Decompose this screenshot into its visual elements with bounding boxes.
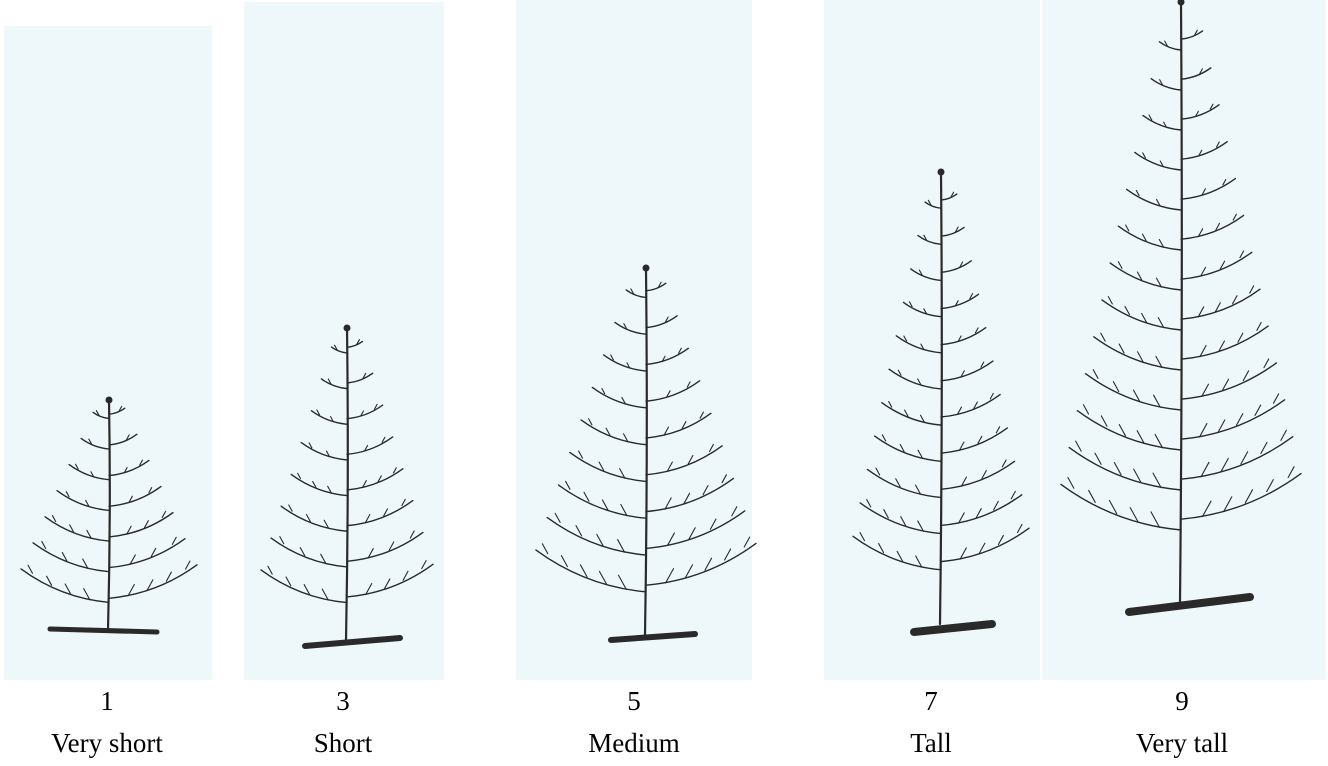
score-label-3: 3: [223, 686, 463, 716]
branch: [1181, 68, 1211, 79]
score-label-1: 1: [0, 686, 227, 716]
apex-bud: [1178, 0, 1185, 6]
twig: [1288, 467, 1294, 478]
twig: [1118, 262, 1122, 269]
branch: [1094, 337, 1181, 370]
branch: [1159, 42, 1181, 50]
category-label-medium: Medium: [514, 728, 754, 758]
category-label-very-short: Very short: [0, 728, 227, 758]
branch: [1135, 152, 1181, 170]
twig: [1261, 442, 1267, 453]
branch: [1181, 474, 1301, 520]
twig: [1255, 405, 1261, 415]
branch: [1181, 363, 1276, 399]
twig: [1243, 371, 1248, 381]
branch: [1127, 189, 1181, 210]
twig: [1233, 296, 1237, 304]
twig: [1089, 490, 1096, 502]
twig: [1108, 297, 1112, 304]
twig: [1257, 322, 1261, 330]
twig: [1119, 425, 1125, 436]
score-label-9: 9: [1062, 686, 1302, 716]
twig: [1250, 286, 1254, 293]
twig: [1267, 480, 1274, 492]
score-label-7: 7: [811, 686, 1051, 716]
branch: [1077, 411, 1181, 450]
branch: [1069, 448, 1181, 490]
branch: [1181, 437, 1293, 479]
category-label-short: Short: [223, 728, 463, 758]
twig: [1083, 405, 1088, 414]
category-label-very-tall: Very tall: [1062, 728, 1302, 758]
trunk: [1180, 2, 1182, 602]
twig: [1136, 190, 1139, 195]
twig: [1143, 153, 1146, 158]
twig: [1237, 414, 1243, 425]
branch: [1086, 374, 1181, 410]
twig: [1126, 225, 1129, 231]
branch: [1102, 300, 1181, 330]
twig: [1125, 306, 1129, 314]
twig: [1101, 333, 1105, 341]
twig: [1109, 500, 1116, 513]
twig: [1095, 453, 1101, 464]
twig: [1217, 142, 1220, 147]
branch: [1181, 326, 1268, 359]
ground-bar: [1129, 597, 1250, 612]
branch: [1181, 105, 1219, 119]
twig: [1068, 477, 1074, 488]
branch: [1061, 484, 1181, 530]
twig: [1076, 441, 1082, 451]
twig: [1281, 430, 1287, 440]
branch: [1151, 79, 1181, 90]
twig: [1238, 333, 1243, 342]
twig: [1233, 214, 1236, 220]
twig: [1264, 359, 1269, 368]
twig: [1240, 251, 1244, 258]
twig: [1119, 344, 1124, 353]
branch: [1143, 116, 1181, 130]
twig: [1113, 382, 1118, 392]
twig: [1101, 416, 1107, 426]
twig: [1093, 370, 1098, 379]
twig: [1245, 490, 1252, 503]
branch: [1181, 289, 1260, 319]
twig: [1223, 180, 1226, 185]
branch: [1181, 179, 1235, 200]
score-label-5: 5: [514, 686, 754, 716]
category-label-tall: Tall: [811, 728, 1051, 758]
tree-5-strokes: [1061, 0, 1301, 612]
branch: [1181, 142, 1227, 160]
twig: [1241, 452, 1248, 464]
twig: [1274, 394, 1279, 403]
branch: [1181, 400, 1285, 439]
branch: [1181, 31, 1203, 39]
twig: [1114, 463, 1121, 475]
